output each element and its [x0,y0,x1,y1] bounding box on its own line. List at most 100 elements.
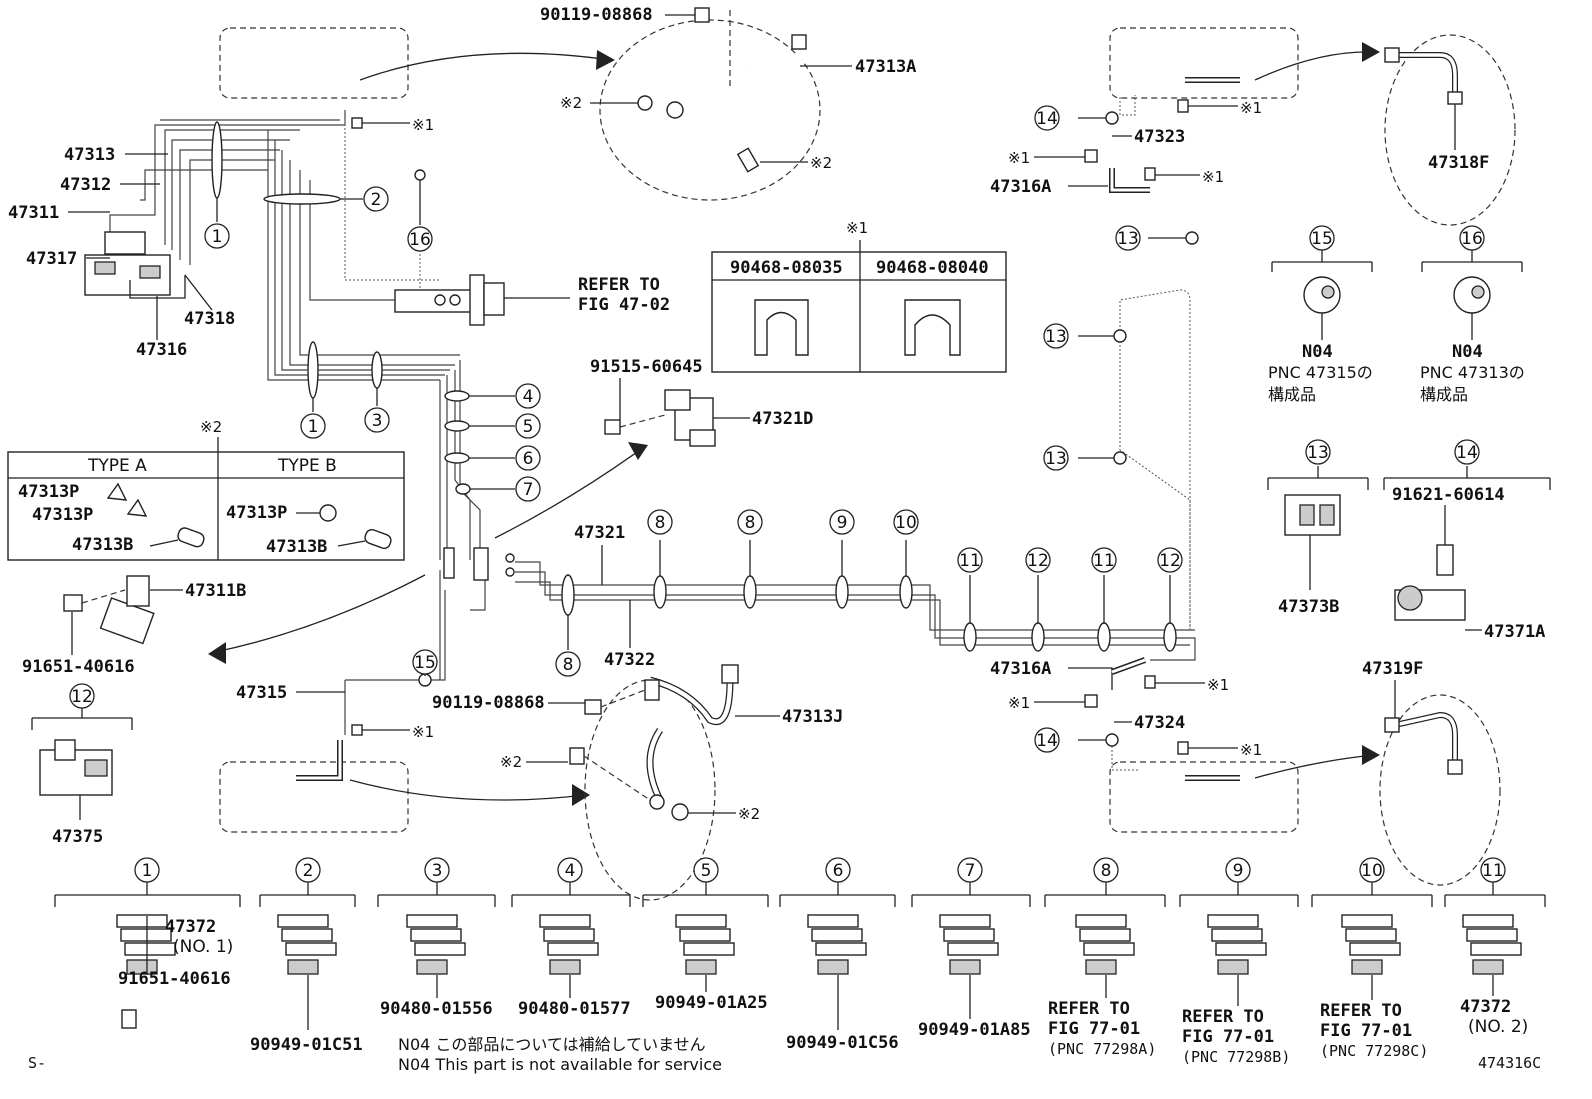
label-47321: 47321 [574,523,625,543]
corner-mark: S- [28,1054,46,1072]
callout-8: 8 [655,513,666,533]
clip-star1 [1177,99,1189,113]
arrow-to-47321D [494,449,641,539]
callout-13: 13 [1045,327,1067,347]
table-star1-header: ※1 [846,219,868,237]
bolt-icon [1436,544,1454,576]
grommet-n04-b [1453,276,1491,314]
label-90119-08868-bottom: 90119-08868 [432,693,545,713]
label-47312: 47312 [60,175,111,195]
callout-7: 7 [523,480,534,500]
hose-47318F [1395,52,1458,100]
label-47375: 47375 [52,827,103,847]
detail-circle-47319F [1379,694,1501,886]
callout-12: 12 [71,687,93,707]
label-47317: 47317 [26,249,77,269]
callout-8-text: 8 [1101,861,1112,881]
mark-star2: ※2 [810,154,832,172]
mark-star1: ※1 [1008,694,1030,712]
junction-block [443,547,455,579]
detail-circle-hose-j [584,679,716,901]
clamp-ellipse [444,452,470,464]
clamp-icon [406,914,466,975]
label-n04-a: N04 [1302,342,1333,362]
label-sub-11: (NO. 2) [1468,1017,1528,1037]
callout-8: 8 [745,513,756,533]
mark-star1: ※1 [1202,168,1224,186]
clamp-ellipse [455,483,471,495]
clip-star1 [351,117,363,129]
callout-16: 16 [409,230,431,250]
label-47313J: 47313J [782,707,843,727]
mark-star2: ※2 [738,805,760,823]
grommet-n04-a [1303,276,1341,314]
bolt-icon [121,1009,137,1029]
callout-3: 3 [372,411,383,431]
callout-11-text: 11 [1482,861,1504,881]
callout-9: 9 [837,513,848,533]
refer-fig-47-02: FIG 47-02 [578,295,670,315]
label-90949-01c56: 90949-01C56 [786,1033,899,1053]
label-47372: 47372 [1460,997,1511,1017]
callout-15: 15 [414,653,436,673]
label-47313: 47313 [64,145,115,165]
clip-star1 [1144,167,1156,181]
detail-circle-hose-a [599,19,821,201]
clamp-ellipse [307,341,319,399]
label-90119-08868-top: 90119-08868 [540,5,653,25]
label-pnc-47315: PNC 47315の [1268,363,1373,382]
mark-star1: ※1 [1207,676,1229,694]
note-en: N04 This part is not available for servi… [398,1055,722,1074]
refer-10-line2: FIG 77-01 [1320,1021,1412,1041]
callout-15: 15 [1311,229,1333,249]
refer-8-pnc: (PNC 77298A) [1048,1040,1156,1058]
callout-6-text: 6 [833,861,844,881]
label-47321D: 47321D [752,409,813,429]
bolt-icon [584,699,602,715]
bolt-icon [604,419,621,435]
refer-9-line2: FIG 77-01 [1182,1027,1274,1047]
arrow-to-47319F [1254,754,1376,779]
detail-circle-47318F [1384,34,1516,226]
label-component-a: 構成品 [1268,385,1316,404]
callout-7-text: 7 [965,861,976,881]
figure-code: 474316C [1478,1054,1541,1072]
clip-90468-08035 [754,299,809,356]
callout-1: 1 [212,227,223,247]
type-table: ※2 TYPE A TYPE B 47313P 47313P 47313B 47… [7,418,405,561]
callout-5-text: 5 [701,861,712,881]
callout-8: 8 [563,655,574,675]
label-n04-b: N04 [1452,342,1483,362]
label-91651-40616: 91651-40616 [22,657,135,677]
mark-star1: ※1 [1008,149,1030,167]
label-47319F: 47319F [1362,659,1423,679]
clamp-icon [1075,914,1135,975]
mark-star1: ※1 [1240,741,1262,759]
label-47318F: 47318F [1428,153,1489,173]
label-47372: 47372 [165,917,216,937]
bolt-icon [569,747,585,765]
type-table-mark: ※2 [200,418,222,436]
refer-10-line1: REFER TO [1320,1001,1402,1021]
mark-star1: ※1 [412,116,434,134]
arrow-to-47311B [214,574,426,653]
type-b-header: TYPE B [277,456,337,476]
callout-1-text: 1 [142,861,153,881]
table-star1: ※1 90468-08035 90468-08040 [711,219,1007,373]
label-47316A-top: 47316A [990,177,1051,197]
label-91651-40616: 91651-40616 [118,969,231,989]
bolt-icon [364,528,392,550]
callout-13: 13 [1045,449,1067,469]
label-47322: 47322 [604,650,655,670]
type-a-header: TYPE A [87,456,147,476]
clamp-icon [1462,914,1522,975]
label-47316A-bottom: 47316A [990,659,1051,679]
body-outline-rear-left [219,761,409,833]
callout-4-text: 4 [565,861,576,881]
clip-star1 [351,724,363,736]
type-a-47313B: 47313B [72,535,133,555]
label-90949-01a25: 90949-01A25 [655,993,768,1013]
